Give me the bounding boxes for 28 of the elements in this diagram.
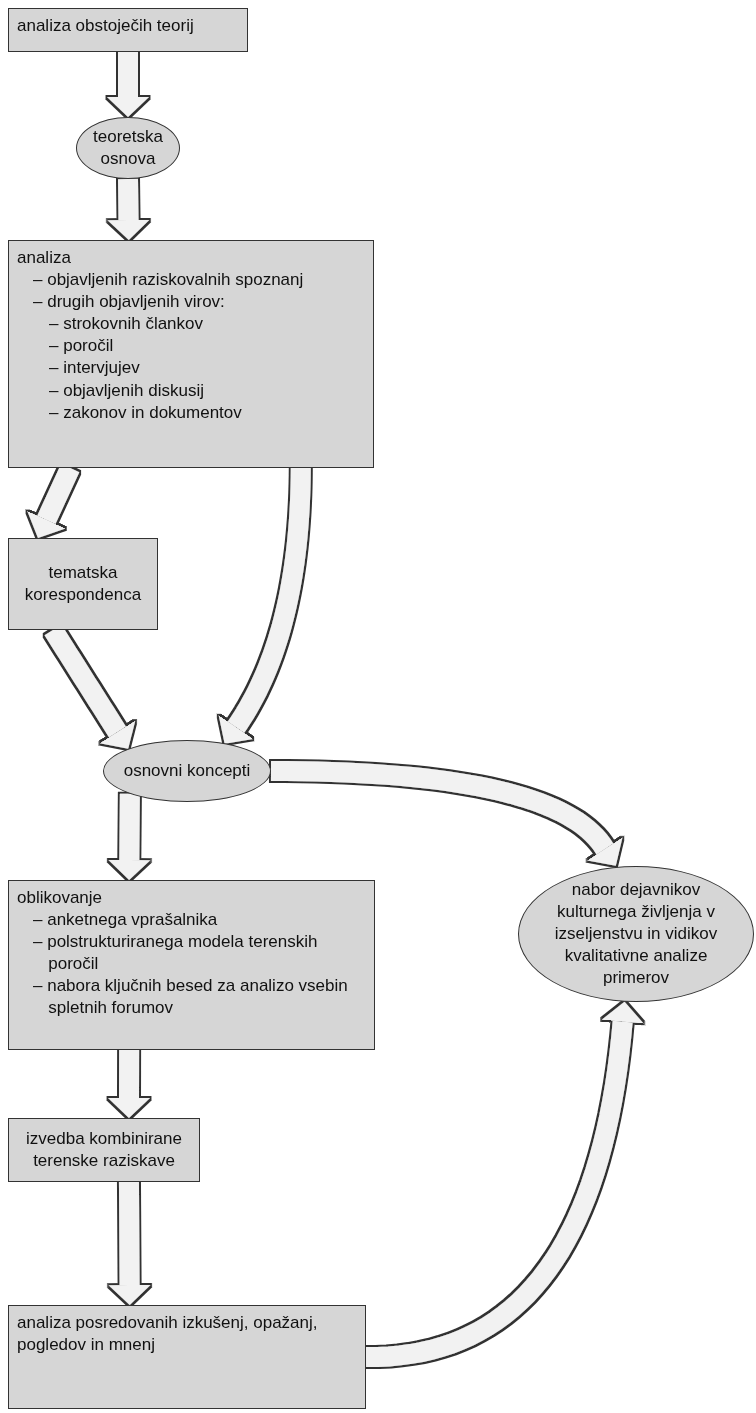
list-item: – objavljenih diskusij xyxy=(48,379,205,402)
node-label: teoretska osnova xyxy=(92,125,164,170)
list-item: – zakonov in dokumentov xyxy=(48,401,243,424)
process-box xyxy=(8,1305,366,1409)
node-label: analiza posredovanih izkušenj, opažanj, pogledov in mnenj xyxy=(17,1312,319,1357)
block-arrow xyxy=(365,1001,644,1367)
node-label: tematska korespondenca xyxy=(23,561,143,606)
list-item: – poročil xyxy=(48,335,115,358)
list-item: – objavljenih raziskovalnih spoznanj xyxy=(32,269,305,292)
list-item: – strokovnih člankov xyxy=(48,313,205,336)
box-heading: analiza xyxy=(17,247,72,269)
list-item: – anketnega vprašalnika xyxy=(32,909,219,932)
node-label: osnovni koncepti xyxy=(123,759,251,782)
block-arrow xyxy=(218,467,311,744)
block-arrow xyxy=(270,761,623,866)
process-box xyxy=(8,538,158,630)
list-item: – nabora ključnih besed za analizo vsebin spletnih forumov xyxy=(32,975,349,1020)
box-heading: oblikovanje xyxy=(17,887,104,909)
process-box xyxy=(8,1118,200,1182)
node-label: izvedba kombinirane terenske raziskave xyxy=(25,1127,183,1172)
process-box xyxy=(8,880,375,1050)
process-box xyxy=(8,8,248,52)
list-item: – polstrukturiranega modela terenskih poročil xyxy=(32,931,319,976)
node-label: nabor dejavnikov kulturnega življenja v izseljenstvu in vidikov kvalitativne analize primerov xyxy=(553,878,719,990)
node-label: analiza obstoječih teorij xyxy=(17,15,195,37)
list-item: – drugih objavljenih virov: xyxy=(32,291,226,314)
process-box xyxy=(8,240,374,468)
list-item: – intervjujev xyxy=(48,357,141,380)
